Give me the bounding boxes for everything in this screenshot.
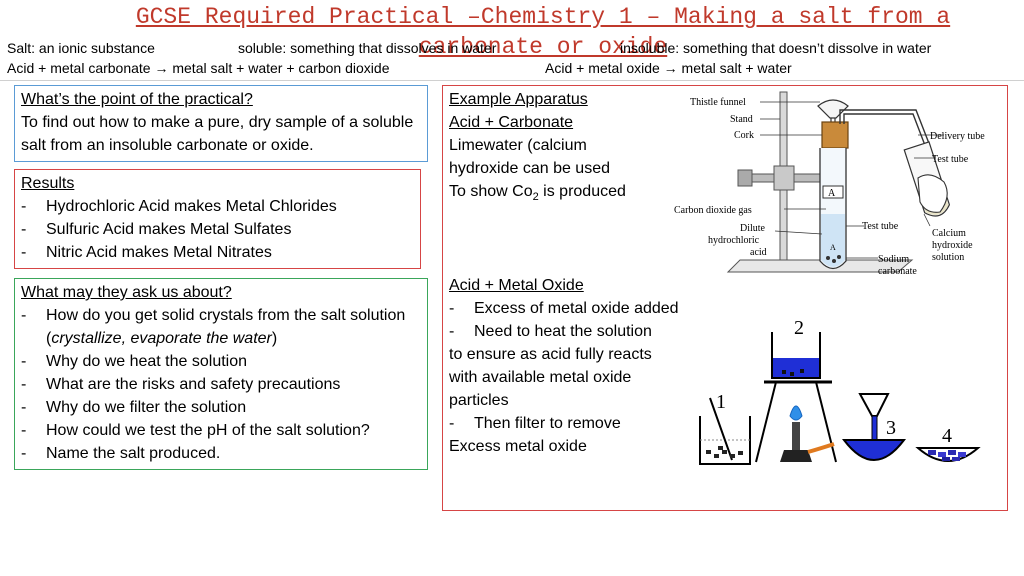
question-text: How do you get solid crystals from the s… — [46, 307, 406, 347]
list-item: Name the salt produced. — [21, 442, 421, 465]
label-delivery-tube: Delivery tube — [930, 131, 985, 142]
carbonate-text-1: Limewater (calcium — [449, 137, 587, 154]
evaporating-basin-3 — [841, 439, 907, 461]
hand-icon — [917, 174, 948, 213]
header-divider — [0, 80, 1024, 81]
label-sodium: Sodium — [878, 254, 909, 265]
results-box: Results Hydrochloric Acid makes Metal Ch… — [14, 169, 421, 269]
questions-list: How do you get solid crystals from the s… — [21, 304, 421, 465]
clamp-screw — [737, 169, 753, 187]
label-carbon-dioxide-gas: Carbon dioxide gas — [674, 205, 752, 216]
label-acid: acid — [750, 247, 767, 258]
list-item: What are the risks and safety precaution… — [21, 373, 421, 396]
tripod-leg-right — [815, 381, 837, 463]
page-title: GCSE Required Practical –Chemistry 1 – M… — [135, 4, 951, 60]
purpose-heading: What’s the point of the practical? — [21, 91, 253, 108]
label-hydrochloric: hydrochloric — [708, 235, 760, 246]
apparatus-box: Example Apparatus Acid + Carbonate Limew… — [442, 85, 1008, 511]
carbonate-text-end: is produced — [538, 183, 626, 200]
label-hydroxide: hydroxide — [932, 240, 973, 251]
apparatus-heading: Example Apparatus — [449, 91, 588, 108]
label-cork: Cork — [734, 130, 754, 141]
filter-funnel — [858, 393, 890, 417]
label-solution: solution — [932, 252, 964, 263]
questions-heading: What may they ask us about? — [21, 284, 232, 301]
list-item: to ensure as acid fully reacts — [449, 346, 652, 363]
flame-icon — [789, 405, 803, 421]
list-item: How do you get solid crystals from the s… — [21, 304, 421, 350]
carbonate-text-co: To show Co — [449, 183, 533, 200]
results-list: Hydrochloric Acid makes Metal Chlorides … — [21, 195, 414, 264]
definition-salt: Salt: an ionic substance — [7, 40, 155, 56]
results-heading: Results — [21, 175, 75, 192]
carbonate-text-2: hydroxide can be used — [449, 160, 610, 177]
definition-insoluble: insoluble: something that doesn’t dissol… — [620, 40, 932, 56]
oxide-equation: Acid + metal oxide → metal salt + water — [545, 60, 792, 76]
practical-purpose-box: What’s the point of the practical? To fi… — [14, 85, 428, 162]
list-item: Sulfuric Acid makes Metal Sulfates — [21, 218, 414, 241]
list-item: Nitric Acid makes Metal Nitrates — [21, 241, 414, 264]
oxide-list: Excess of metal oxide added Need to heat… — [449, 297, 699, 458]
carbonate-apparatus-diagram: A A Thistle funnel Stand Cork Delivery t… — [674, 91, 985, 277]
step-label-2: 2 — [794, 317, 804, 339]
step-label-4: 4 — [942, 425, 952, 447]
oxide-heading: Acid + Metal Oxide — [449, 277, 584, 294]
list-item: Hydrochloric Acid makes Metal Chlorides — [21, 195, 414, 218]
step-label-1: 1 — [716, 391, 726, 413]
list-item: Why do we filter the solution — [21, 396, 421, 419]
carbonate-text-3: To show Co2 is produced — [449, 180, 1001, 209]
list-item: Need to heat the solution — [449, 320, 699, 343]
gas-hose — [807, 442, 835, 454]
label-calcium: Calcium — [932, 228, 966, 239]
cork — [821, 121, 849, 149]
oxide-section: Acid + Metal Oxide Excess of metal oxide… — [449, 274, 699, 458]
exam-questions-box: What may they ask us about? How do you g… — [14, 278, 428, 470]
carbonate-heading: Acid + Carbonate — [449, 114, 574, 131]
stand-base — [726, 259, 914, 273]
question-text-end: ) — [271, 330, 278, 347]
list-item: How could we test the pH of the salt sol… — [21, 419, 421, 442]
list-item: Excess of metal oxide added — [449, 297, 699, 320]
label-thistle-funnel: Thistle funnel — [690, 97, 746, 108]
purpose-text: To find out how to make a pure, dry samp… — [21, 114, 414, 154]
acid-liquid — [821, 214, 845, 267]
list-item: Why do we heat the solution — [21, 350, 421, 373]
label-stand: Stand — [730, 114, 753, 125]
label-a-box — [822, 185, 844, 199]
stirring-rod — [709, 397, 733, 461]
list-item: Excess metal oxide — [449, 438, 587, 455]
oxide-method-diagram: 1 2 3 4 — [699, 317, 981, 465]
label-test-tube: Test tube — [862, 221, 899, 232]
label-dilute: Dilute — [740, 223, 766, 234]
list-item: Then filter to remove — [449, 412, 699, 435]
definition-soluble: soluble: something that dissolves in wat… — [238, 40, 497, 56]
clamp-boss — [773, 165, 795, 191]
burner-base — [780, 450, 812, 462]
beaker-step-2 — [771, 332, 821, 379]
tripod-leg-left — [755, 381, 777, 463]
label-a-small: A — [830, 243, 836, 252]
list-item: with available metal oxide — [449, 369, 632, 386]
carbonate-text-subscript: 2 — [532, 191, 539, 204]
label-a: A — [828, 188, 836, 199]
heated-solution — [773, 358, 819, 377]
step-label-3: 3 — [886, 417, 896, 439]
label-carbonate: carbonate — [878, 266, 917, 277]
label-test-tube-limewater: Test tube — [932, 154, 969, 165]
carbonate-equation: Acid + metal carbonate → metal salt + wa… — [7, 60, 390, 76]
question-emphasis: crystallize, evaporate the water — [51, 330, 272, 347]
list-item: particles — [449, 392, 509, 409]
burner-tube — [792, 422, 800, 450]
